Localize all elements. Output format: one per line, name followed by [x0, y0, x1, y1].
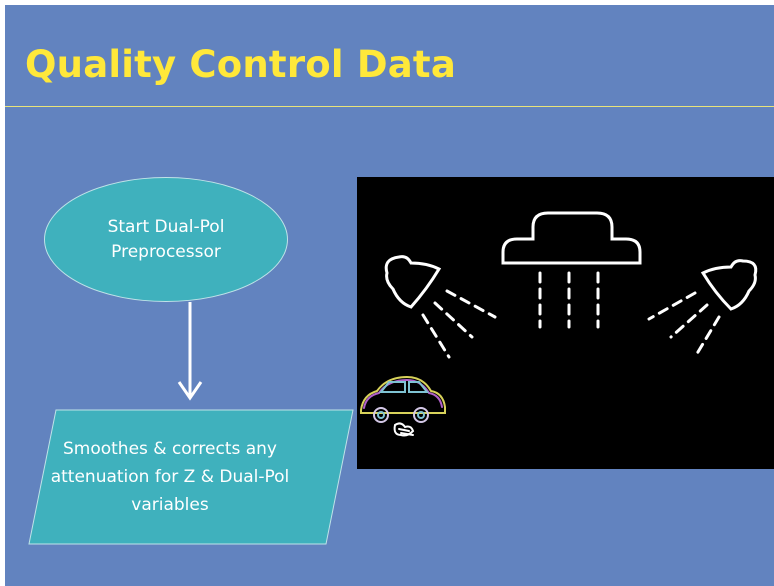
title-divider [5, 106, 774, 107]
process-label: Smoothes & corrects any attenuation for … [50, 439, 290, 515]
process-parallelogram [28, 409, 354, 545]
down-arrow-icon [177, 302, 203, 401]
slide: Quality Control Data Start Dual-Pol Prep… [5, 5, 774, 586]
shower-head-left-icon [384, 255, 497, 359]
car-icon [360, 375, 446, 437]
slide-title: Quality Control Data [25, 43, 456, 86]
cloud-rain-icon [501, 211, 642, 329]
weather-illustration [357, 177, 774, 469]
start-label: Start Dual-Pol Preprocessor [107, 216, 225, 262]
shower-head-right-icon [647, 259, 758, 359]
start-oval: Start Dual-Pol Preprocessor [44, 177, 288, 302]
